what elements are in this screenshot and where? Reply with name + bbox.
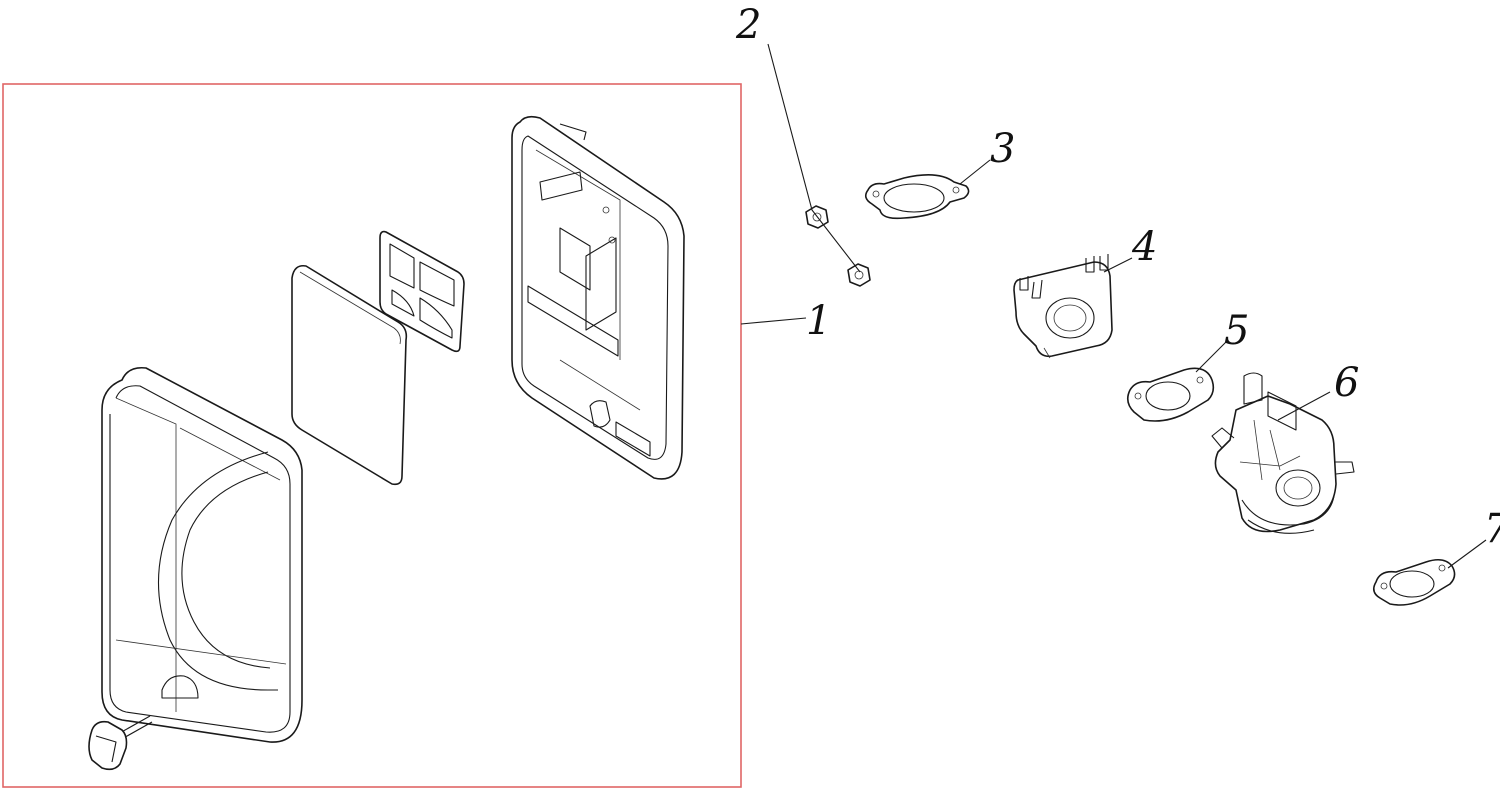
leader-2 xyxy=(767,43,861,273)
leader-lines xyxy=(740,43,1487,569)
leader-4 xyxy=(1103,257,1133,273)
gasket-7 xyxy=(1372,558,1456,606)
gasket-5 xyxy=(1126,367,1215,422)
callout-5: 5 xyxy=(1224,308,1249,354)
leader-1 xyxy=(740,317,807,325)
cover-knob xyxy=(88,715,153,771)
carburetor-spacer xyxy=(1013,254,1113,359)
filter-seal xyxy=(379,230,465,353)
nut-lower xyxy=(847,263,871,287)
leader-6 xyxy=(1277,391,1331,421)
gasket-3 xyxy=(864,174,970,220)
callout-1: 1 xyxy=(806,298,831,344)
leader-5 xyxy=(1195,341,1227,373)
callout-3: 3 xyxy=(990,126,1015,172)
callout-7: 7 xyxy=(1484,506,1500,552)
leader-7 xyxy=(1447,539,1487,569)
air-filter-element xyxy=(291,264,408,486)
air-cleaner-base xyxy=(511,115,685,480)
callout-2: 2 xyxy=(735,2,761,48)
air-cleaner-cover xyxy=(101,366,303,743)
assembly-frame xyxy=(2,83,742,788)
callout-4: 4 xyxy=(1131,224,1157,270)
callout-6: 6 xyxy=(1334,360,1359,406)
leader-3 xyxy=(959,159,991,185)
carburetor xyxy=(1211,372,1355,534)
